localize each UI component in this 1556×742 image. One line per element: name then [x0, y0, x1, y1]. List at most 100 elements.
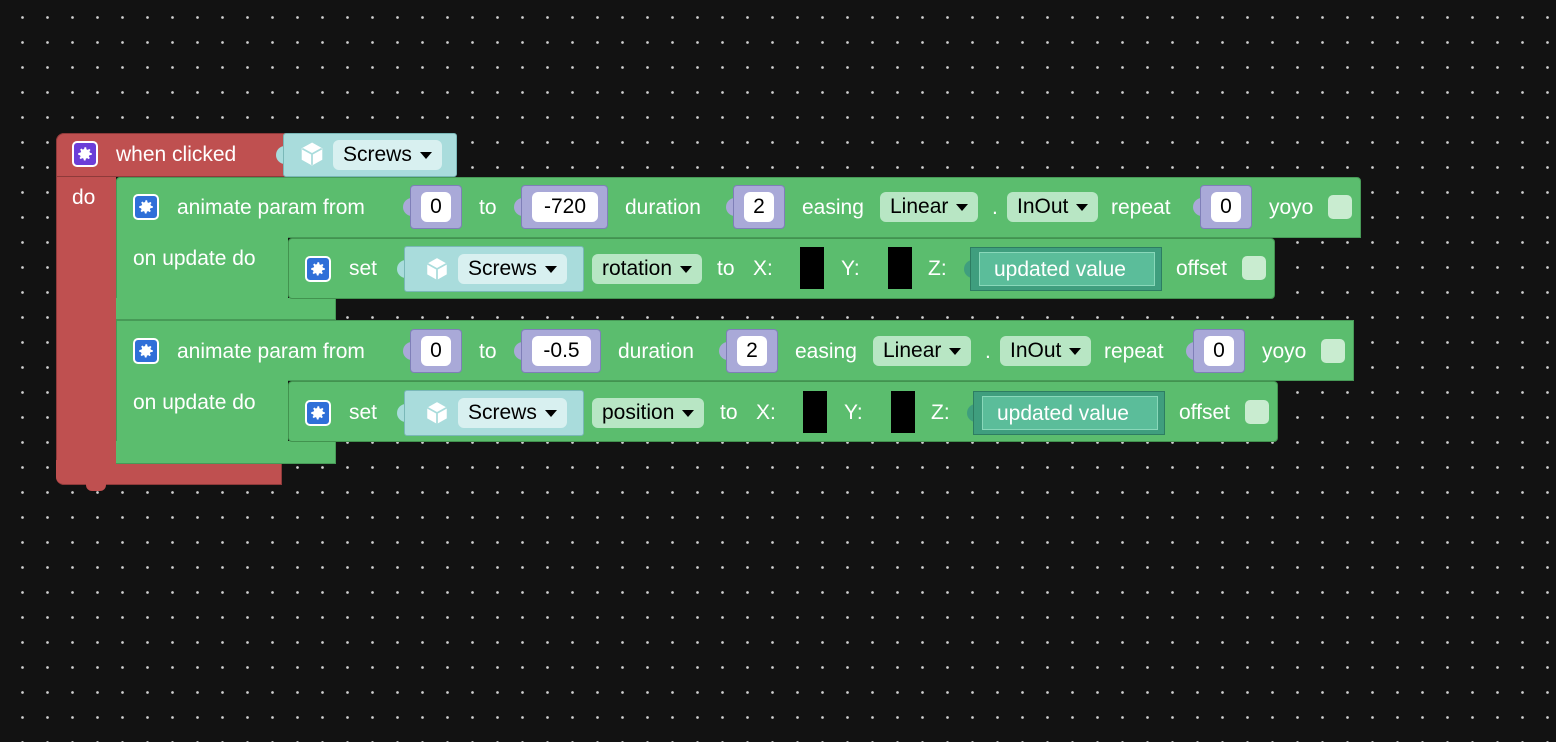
duration-label: duration	[618, 340, 694, 363]
repeat-number-block[interactable]: 0	[1200, 185, 1252, 229]
y-input-slot[interactable]	[888, 247, 912, 289]
mode-value: InOut	[1010, 339, 1062, 362]
mode-dropdown[interactable]: InOut	[1007, 192, 1099, 222]
gear-icon[interactable]	[133, 194, 159, 220]
cube-icon	[426, 258, 448, 280]
duration-number-block[interactable]: 2	[733, 185, 785, 229]
yoyo-checkbox[interactable]	[1328, 195, 1352, 219]
gear-icon[interactable]	[72, 141, 98, 167]
property-value: position	[602, 401, 675, 424]
y-label: Y:	[844, 401, 863, 424]
object-dropdown-value: Screws	[343, 143, 412, 166]
to-label: to	[479, 340, 497, 363]
gear-icon[interactable]	[133, 338, 159, 364]
set-to-label: to	[720, 401, 738, 424]
offset-label: offset	[1176, 257, 1227, 280]
chevron-down-icon	[682, 409, 695, 417]
object-dropdown[interactable]: Screws	[458, 398, 567, 428]
z-label: Z:	[931, 401, 950, 424]
z-label: Z:	[928, 257, 947, 280]
easing-value: Linear	[890, 195, 949, 218]
gear-icon[interactable]	[305, 256, 331, 282]
event-block-notch	[86, 484, 106, 491]
duration-input[interactable]: 2	[737, 336, 767, 366]
chevron-down-icon	[544, 409, 557, 417]
event-title: when clicked	[116, 143, 237, 166]
yoyo-label: yoyo	[1269, 196, 1314, 219]
updated-value-block[interactable]: updated value	[973, 391, 1165, 435]
connector	[1186, 342, 1195, 360]
offset-checkbox[interactable]	[1242, 256, 1266, 280]
easing-label: easing	[795, 340, 857, 363]
x-input-slot[interactable]	[800, 247, 824, 289]
to-number-block[interactable]: -0.5	[521, 329, 601, 373]
animate-label: animate param from	[177, 196, 365, 219]
animate-label: animate param from	[177, 340, 365, 363]
to-input[interactable]: -0.5	[532, 336, 591, 366]
chevron-down-icon	[419, 151, 432, 159]
animate-block-1-footer	[116, 298, 336, 320]
property-dropdown[interactable]: position	[592, 398, 705, 428]
duration-label: duration	[625, 196, 701, 219]
duration-input[interactable]: 2	[744, 192, 774, 222]
connector	[397, 404, 406, 422]
x-label: X:	[753, 257, 773, 280]
set-to-label: to	[717, 257, 735, 280]
property-dropdown[interactable]: rotation	[592, 254, 703, 284]
from-number-block[interactable]: 0	[410, 329, 462, 373]
connector	[276, 146, 285, 164]
connector	[397, 260, 406, 278]
cube-icon	[301, 142, 323, 166]
updated-value-label: updated value	[997, 402, 1129, 425]
gear-icon[interactable]	[305, 400, 331, 426]
chevron-down-icon	[544, 265, 557, 273]
x-input-slot[interactable]	[803, 391, 827, 433]
event-block-footer	[56, 460, 282, 485]
animate-block-2-footer	[116, 441, 336, 464]
connector	[403, 342, 412, 360]
object-dropdown-value: Screws	[468, 257, 537, 280]
duration-number-block[interactable]: 2	[726, 329, 778, 373]
object-dropdown[interactable]: Screws	[333, 140, 442, 170]
dot-label: .	[992, 196, 998, 219]
connector	[964, 260, 973, 278]
connector	[514, 342, 523, 360]
connector	[726, 198, 735, 216]
dot-label: .	[985, 340, 991, 363]
from-input[interactable]: 0	[421, 336, 451, 366]
to-number-block[interactable]: -720	[521, 185, 608, 229]
yoyo-checkbox[interactable]	[1321, 339, 1345, 363]
on-update-label: on update do	[133, 391, 256, 414]
connector	[1193, 198, 1202, 216]
event-block[interactable]	[56, 133, 116, 485]
object-dropdown[interactable]: Screws	[458, 254, 567, 284]
cube-icon	[426, 402, 448, 424]
chevron-down-icon	[680, 265, 693, 273]
from-input[interactable]: 0	[421, 192, 451, 222]
offset-checkbox[interactable]	[1245, 400, 1269, 424]
to-input[interactable]: -720	[532, 192, 598, 222]
mode-value: InOut	[1017, 195, 1069, 218]
to-label: to	[479, 196, 497, 219]
y-label: Y:	[841, 257, 860, 280]
repeat-input[interactable]: 0	[1204, 336, 1234, 366]
repeat-label: repeat	[1104, 340, 1164, 363]
y-input-slot[interactable]	[891, 391, 915, 433]
chevron-down-icon	[949, 347, 962, 355]
from-number-block[interactable]: 0	[410, 185, 462, 229]
easing-dropdown[interactable]: Linear	[880, 192, 979, 222]
connector	[719, 342, 728, 360]
repeat-number-block[interactable]: 0	[1193, 329, 1245, 373]
property-value: rotation	[602, 257, 673, 280]
repeat-input[interactable]: 0	[1211, 192, 1241, 222]
mode-dropdown[interactable]: InOut	[1000, 336, 1092, 366]
chevron-down-icon	[1069, 347, 1082, 355]
connector	[967, 404, 976, 422]
chevron-down-icon	[956, 203, 969, 211]
easing-dropdown[interactable]: Linear	[873, 336, 972, 366]
yoyo-label: yoyo	[1262, 340, 1307, 363]
easing-label: easing	[802, 196, 864, 219]
set-label: set	[349, 257, 378, 280]
updated-value-block[interactable]: updated value	[970, 247, 1162, 291]
connector	[403, 198, 412, 216]
